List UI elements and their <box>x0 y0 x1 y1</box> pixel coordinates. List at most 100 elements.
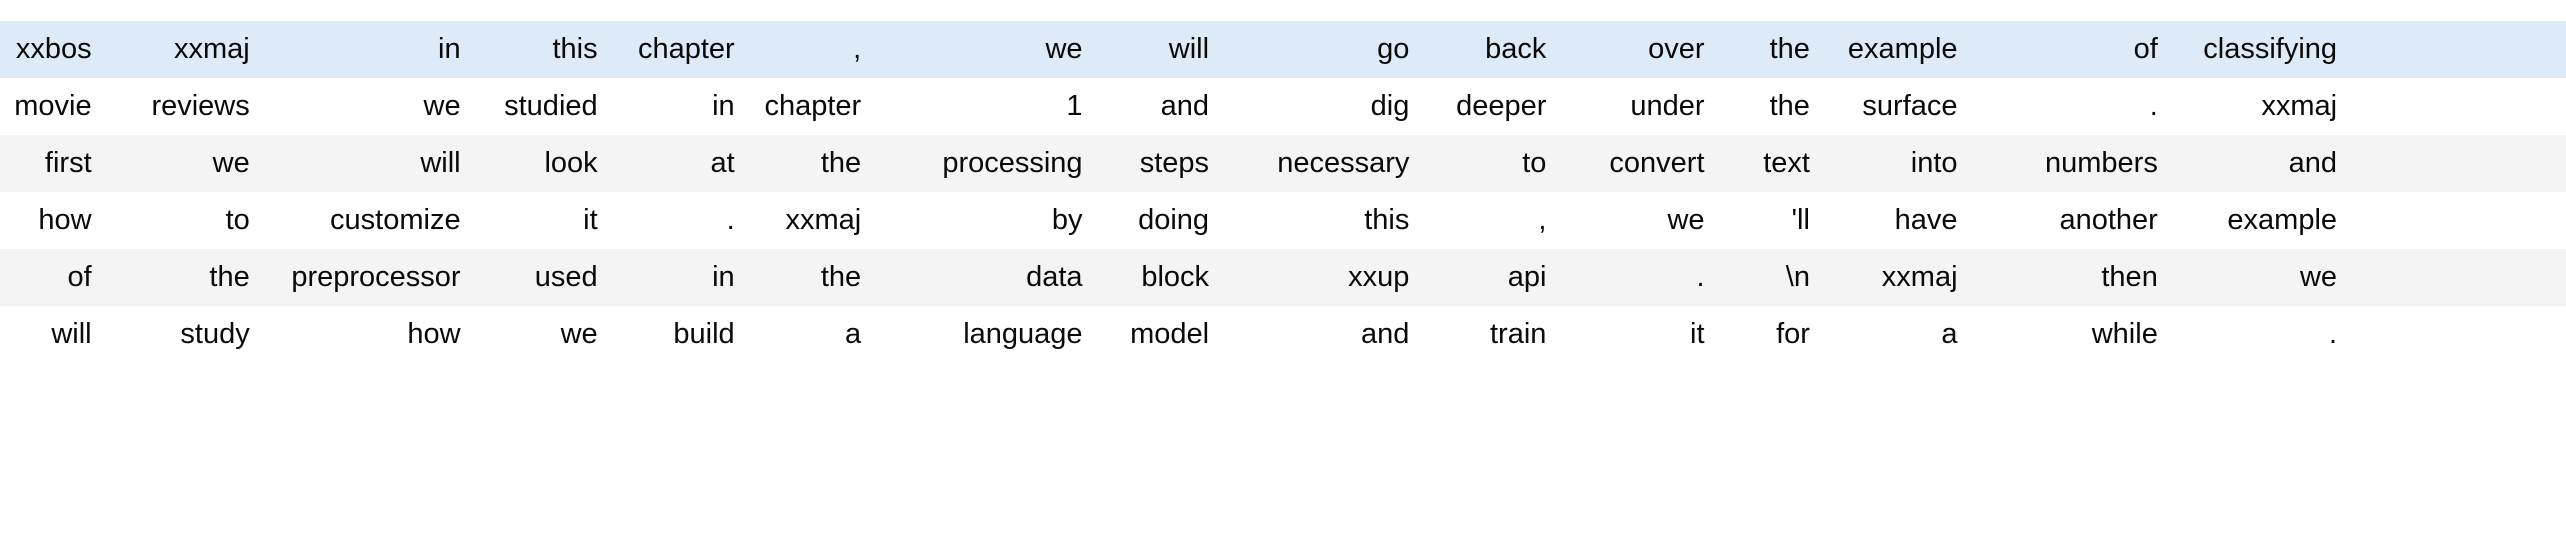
token-cell: xxmaj <box>752 192 880 249</box>
token-cell: into <box>1827 135 1976 192</box>
token-cell: convert <box>1564 135 1723 192</box>
token-cell: numbers <box>1975 135 2176 192</box>
token-cell: deeper <box>1427 78 1565 135</box>
token-cell: customize <box>267 192 479 249</box>
token-cell: the <box>1722 21 1828 78</box>
token-cell: language <box>879 306 1101 363</box>
token-cell: and <box>1100 78 1228 135</box>
token-cell: chapter <box>615 21 753 78</box>
token-cell: it <box>1564 306 1723 363</box>
token-cell: we <box>267 78 479 135</box>
token-cell: by <box>879 192 1101 249</box>
token-cell: the <box>752 135 880 192</box>
token-cell: under <box>1564 78 1723 135</box>
token-cell: build <box>615 306 753 363</box>
token-cell: how <box>0 192 110 249</box>
token-cell: xxbos <box>0 21 110 78</box>
token-cell: preprocessor <box>267 249 479 306</box>
token-cell: we <box>478 306 616 363</box>
token-cell: text <box>1722 135 1828 192</box>
token-cell <box>2355 21 2566 78</box>
token-cell: example <box>1827 21 1976 78</box>
token-cell: this <box>1227 192 1428 249</box>
token-cell: at <box>615 135 753 192</box>
token-cell: , <box>752 21 880 78</box>
token-cell: first <box>0 135 110 192</box>
token-cell: . <box>1975 78 2176 135</box>
token-cell: api <box>1427 249 1565 306</box>
token-cell: necessary <box>1227 135 1428 192</box>
token-cell: another <box>1975 192 2176 249</box>
token-cell: dig <box>1227 78 1428 135</box>
token-cell: we <box>1564 192 1723 249</box>
token-cell: model <box>1100 306 1228 363</box>
token-cell: steps <box>1100 135 1228 192</box>
token-cell: for <box>1722 306 1828 363</box>
token-cell: \n <box>1722 249 1828 306</box>
token-cell: over <box>1564 21 1723 78</box>
token-cell: the <box>1722 78 1828 135</box>
token-cell: we <box>2175 249 2356 306</box>
token-cell: look <box>478 135 616 192</box>
token-cell: processing <box>879 135 1101 192</box>
token-cell: have <box>1827 192 1976 249</box>
token-cell: chapter <box>752 78 880 135</box>
token-cell: doing <box>1100 192 1228 249</box>
token-cell: of <box>1975 21 2176 78</box>
token-cell: in <box>267 21 479 78</box>
token-cell: train <box>1427 306 1565 363</box>
token-cell: and <box>1227 306 1428 363</box>
token-cell: while <box>1975 306 2176 363</box>
token-cell: used <box>478 249 616 306</box>
token-cell: will <box>0 306 110 363</box>
token-cell: a <box>752 306 880 363</box>
token-cell: in <box>615 78 753 135</box>
token-cell <box>2355 306 2566 363</box>
token-cell: to <box>109 192 268 249</box>
token-cell: how <box>267 306 479 363</box>
token-cell: data <box>879 249 1101 306</box>
token-cell: we <box>879 21 1101 78</box>
token-cell: block <box>1100 249 1228 306</box>
token-cell: , <box>1427 192 1565 249</box>
token-cell: . <box>1564 249 1723 306</box>
token-cell: of <box>0 249 110 306</box>
token-cell: and <box>2175 135 2356 192</box>
token-cell: go <box>1227 21 1428 78</box>
token-cell: . <box>2175 306 2356 363</box>
token-cell: we <box>109 135 268 192</box>
token-cell: studied <box>478 78 616 135</box>
token-cell: in <box>615 249 753 306</box>
token-cell: back <box>1427 21 1565 78</box>
token-cell: movie <box>0 78 110 135</box>
token-cell: this <box>478 21 616 78</box>
token-cell: surface <box>1827 78 1976 135</box>
token-cell: . <box>615 192 753 249</box>
token-cell <box>2355 135 2566 192</box>
token-cell <box>2355 78 2566 135</box>
token-cell: it <box>478 192 616 249</box>
token-cell: 'll <box>1722 192 1828 249</box>
token-cell: the <box>109 249 268 306</box>
token-cell: xxmaj <box>109 21 268 78</box>
token-cell: classifying <box>2175 21 2356 78</box>
token-cell: xxup <box>1227 249 1428 306</box>
token-cell: will <box>1100 21 1228 78</box>
token-cell: to <box>1427 135 1565 192</box>
token-cell: example <box>2175 192 2356 249</box>
token-cell: xxmaj <box>1827 249 1976 306</box>
token-cell: a <box>1827 306 1976 363</box>
token-cell: study <box>109 306 268 363</box>
token-cell: the <box>752 249 880 306</box>
token-cell <box>2355 249 2566 306</box>
token-cell: then <box>1975 249 2176 306</box>
